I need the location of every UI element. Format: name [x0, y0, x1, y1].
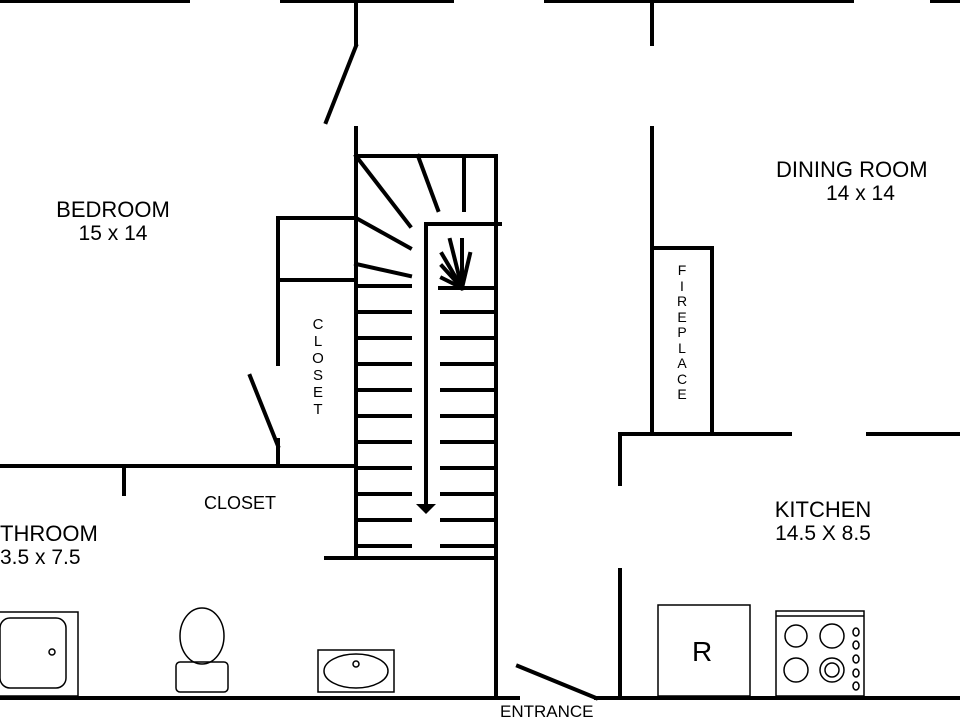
- stairs-icon: [353, 153, 502, 548]
- vertical-letter: E: [312, 384, 323, 401]
- bathtub-icon: [0, 611, 79, 697]
- bedroom-name: BEDROOM: [56, 197, 170, 222]
- entrance-label: ENTRANCE: [500, 702, 594, 721]
- vertical-letter: I: [680, 277, 684, 294]
- vertical-letter: C: [676, 370, 688, 387]
- kitchen-name: KITCHEN: [774, 497, 872, 522]
- vertical-letter: L: [678, 339, 686, 356]
- dining-room-size: 14 x 14: [826, 182, 895, 206]
- stove-icon: [775, 610, 865, 697]
- sink-icon: [317, 649, 395, 693]
- bedroom-label: BEDROOM 15 x 14: [40, 197, 186, 246]
- vertical-letter: L: [313, 333, 323, 350]
- bathroom-label: THROOM 3.5 x 7.5: [0, 521, 98, 570]
- interior-walls: [0, 0, 960, 701]
- kitchen-size: 14.5 X 8.5: [775, 522, 871, 546]
- refrigerator-label: R: [692, 636, 713, 667]
- vertical-letter: F: [677, 262, 687, 278]
- vertical-letter: P: [677, 324, 687, 340]
- bathroom-size: 3.5 x 7.5: [0, 546, 81, 570]
- vertical-letter: E: [677, 386, 687, 402]
- bedroom-size: 15 x 14: [78, 222, 148, 246]
- closet-horizontal-label: CLOSET: [204, 493, 277, 513]
- dining-room-label: DINING ROOM 14 x 14: [776, 157, 960, 206]
- down-arrow-icon: [416, 504, 436, 514]
- vertical-letter: A: [677, 355, 687, 371]
- vertical-letter: R: [676, 293, 688, 309]
- dining-room-name: DINING ROOM: [776, 157, 928, 182]
- refrigerator-icon: [657, 604, 751, 697]
- vertical-letter: O: [312, 350, 324, 367]
- vertical-letter: S: [312, 367, 323, 384]
- kitchen-label: KITCHEN 14.5 X 8.5: [752, 497, 894, 546]
- bathroom-name: THROOM: [0, 521, 98, 546]
- vertical-letter: T: [313, 401, 323, 418]
- toilet-icon: [175, 607, 229, 693]
- vertical-letter: C: [312, 316, 324, 333]
- vertical-letter: E: [677, 308, 687, 325]
